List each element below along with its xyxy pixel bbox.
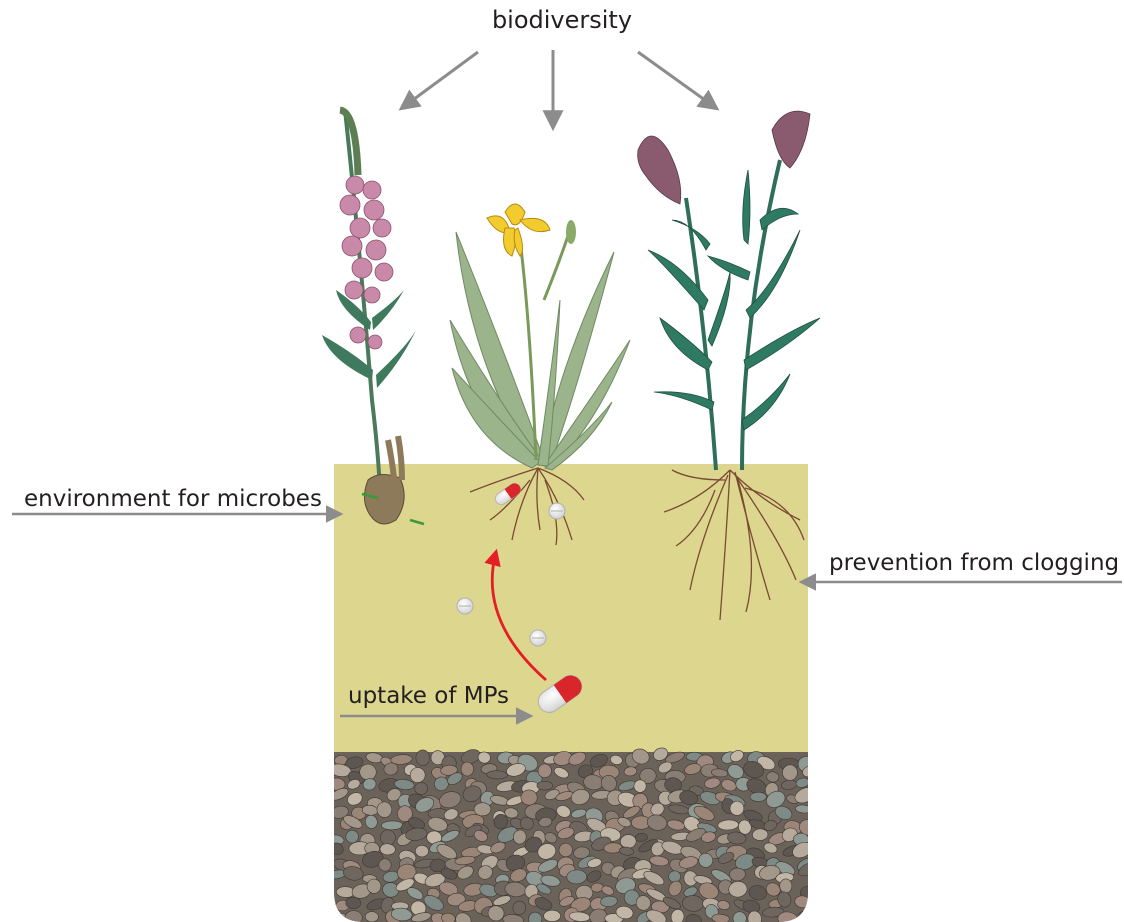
pill-icon (530, 630, 546, 646)
gravel-stone (780, 879, 792, 893)
gravel-stone (668, 871, 681, 883)
gravel-stone (537, 781, 553, 790)
gravel-stone (381, 821, 403, 830)
arrow-to-reed (638, 52, 716, 108)
label-uptake-of-mps: uptake of MPs (348, 683, 509, 709)
gravel-stone (798, 911, 812, 920)
biodiversity-arrows (402, 50, 716, 127)
pill-icon (457, 598, 473, 614)
loosestrife-plant-icon (322, 110, 424, 524)
label-environment-for-microbes: environment for microbes (24, 486, 322, 512)
arrow-to-loosestrife (402, 52, 478, 108)
diagram-title: biodiversity (0, 6, 1124, 34)
label-prevention-from-clogging: prevention from clogging (829, 550, 1119, 576)
pill-icon (549, 503, 565, 519)
gravel-stone (544, 910, 561, 921)
gravel-stone (474, 802, 491, 815)
gravel-stone (367, 879, 381, 894)
gravel-stone (365, 911, 378, 922)
gravel-stone (750, 792, 767, 802)
gravel-stone (346, 897, 361, 909)
gravel-stone (415, 845, 428, 857)
